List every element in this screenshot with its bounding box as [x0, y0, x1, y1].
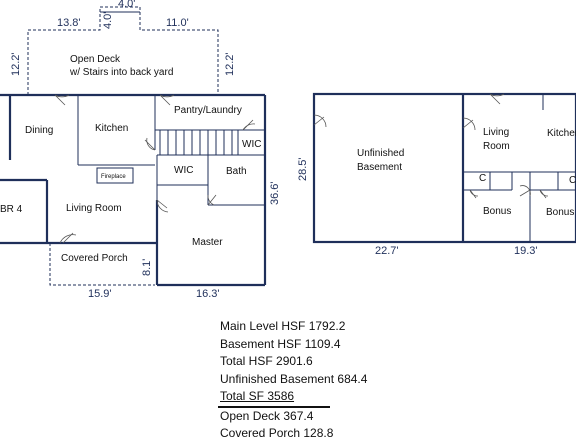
- room-label-covered-porch: Covered Porch: [61, 253, 128, 264]
- dim-master-width: 16.3': [196, 288, 220, 300]
- room-label-bath: Bath: [226, 166, 247, 177]
- room-label-dining: Dining: [25, 125, 53, 136]
- dim-deck-notch: 4.0': [102, 12, 114, 29]
- room-label-kitchen: Kitchen: [95, 123, 128, 134]
- room-label-closet-2: C: [569, 175, 576, 186]
- summary-open-deck: Open Deck 367.4: [220, 408, 314, 423]
- door-swings: [54, 93, 549, 244]
- room-label-bonus-2: Bonus: [546, 207, 574, 218]
- dim-deck-left-height: 12.2': [10, 52, 22, 76]
- summary-unfinished: Unfinished Basement 684.4: [220, 371, 368, 386]
- room-label-open-deck-sub: w/ Stairs into back yard: [69, 67, 173, 78]
- room-label-fireplace: Fireplace: [101, 174, 126, 180]
- room-label-living: Living: [483, 127, 509, 138]
- summary-main-level: Main Level HSF 1792.2: [220, 319, 346, 333]
- room-label-closet-1: C: [479, 173, 486, 184]
- summary-total-sf: Total SF 3586: [220, 389, 295, 403]
- room-label-basement: Basement: [357, 162, 402, 173]
- dim-porch-depth: 8.1': [141, 259, 153, 276]
- room-label-wic-small: WIC: [242, 139, 261, 150]
- basement-walls: [312, 92, 576, 244]
- area-summary: Main Level HSF 1792.2 Basement HSF 1109.…: [218, 318, 420, 443]
- room-label-wic: WIC: [174, 165, 193, 176]
- summary-covered-porch: Covered Porch 128.8: [220, 426, 334, 440]
- room-label-br4: BR 4: [0, 204, 23, 215]
- summary-basement: Basement HSF 1109.4: [220, 336, 341, 351]
- dim-porch-width: 15.9': [88, 288, 112, 300]
- room-label-pantry-laundry: Pantry/Laundry: [174, 105, 242, 116]
- dim-basement-depth: 28.5': [297, 157, 309, 181]
- room-label-open-deck: Open Deck: [70, 54, 121, 65]
- summary-total-hsf: Total HSF 2901.6: [220, 354, 313, 368]
- room-label-unfinished: Unfinished: [357, 148, 404, 159]
- summary-divider: [218, 405, 330, 408]
- main-level-walls: [0, 93, 267, 287]
- dim-house-depth: 36.6': [269, 181, 281, 205]
- room-label-bonus-1: Bonus: [483, 206, 511, 217]
- room-label-living-room: Living Room: [66, 203, 122, 214]
- dim-basement-width-1: 22.7': [375, 245, 399, 257]
- room-label-room: Room: [483, 141, 510, 152]
- room-label-kitchen-basement: Kitchen: [547, 128, 576, 139]
- room-label-master: Master: [192, 237, 223, 248]
- open-deck: [27, 6, 219, 95]
- dim-deck-top-width: 4.0': [118, 0, 135, 10]
- dim-deck-left-width: 13.8': [57, 17, 81, 29]
- dim-basement-width-2: 19.3': [514, 245, 538, 257]
- dim-deck-right-height: 12.2': [224, 52, 236, 76]
- floor-plan: Open Deck w/ Stairs into back yard Dinin…: [0, 0, 576, 300]
- dim-deck-right-width: 11.0': [166, 17, 189, 29]
